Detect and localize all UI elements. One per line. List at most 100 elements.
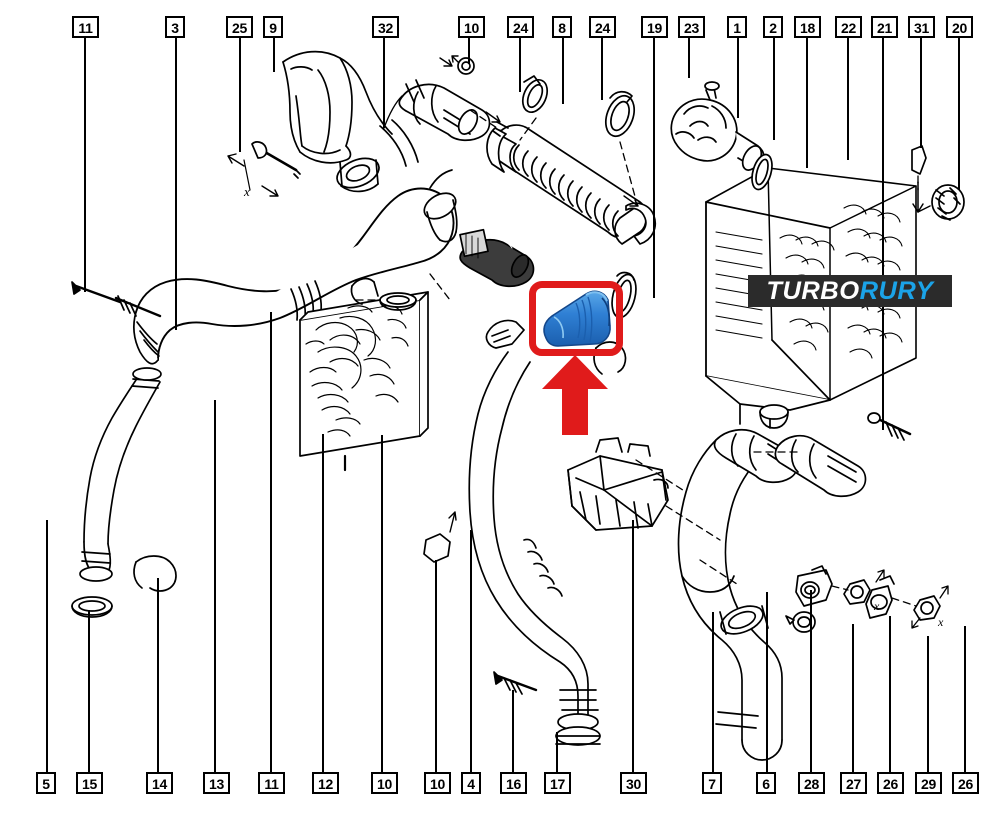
callout-top-20-17[interactable]: 20 xyxy=(946,16,973,38)
leader-line-bottom-29-17 xyxy=(927,636,929,772)
leader-line-top-25-2 xyxy=(239,38,241,152)
bolt-10-top xyxy=(451,55,475,75)
leader-line-bottom-13-3 xyxy=(214,400,216,772)
callout-bottom-26-18[interactable]: 26 xyxy=(952,772,979,794)
leader-line-bottom-12-5 xyxy=(322,434,324,772)
leader-line-top-24-8 xyxy=(601,38,603,100)
bolt-25-assembly: x xyxy=(227,141,301,199)
clamped-hose-32 xyxy=(383,79,491,142)
callout-bottom-6-13[interactable]: 6 xyxy=(756,772,776,794)
callout-bottom-11-4[interactable]: 11 xyxy=(258,772,285,794)
right-lower-pipe xyxy=(677,428,799,761)
leader-line-top-9-3 xyxy=(273,38,275,72)
callout-top-24-8[interactable]: 24 xyxy=(589,16,616,38)
leader-line-bottom-10-6 xyxy=(381,435,383,772)
callout-top-11-0[interactable]: 11 xyxy=(72,16,99,38)
callout-top-24-6[interactable]: 24 xyxy=(507,16,534,38)
callout-bottom-27-15[interactable]: 27 xyxy=(840,772,867,794)
bolt-16 xyxy=(493,671,538,695)
callout-top-32-4[interactable]: 32 xyxy=(372,16,399,38)
hose-clamp-24-left xyxy=(521,75,549,114)
callout-top-1-11[interactable]: 1 xyxy=(727,16,747,38)
callout-top-2-12[interactable]: 2 xyxy=(763,16,783,38)
callout-bottom-4-8[interactable]: 4 xyxy=(461,772,481,794)
dark-hose-stub xyxy=(459,228,535,288)
highlight-arrow-up-icon xyxy=(542,355,608,435)
callout-bottom-10-7[interactable]: 10 xyxy=(424,772,451,794)
bolt-13 xyxy=(71,281,162,318)
callout-bottom-15-1[interactable]: 15 xyxy=(76,772,103,794)
highlighted-turbo-hose-part xyxy=(543,290,611,347)
bracket-near-highlight xyxy=(485,319,525,349)
bracket-26-left xyxy=(865,575,895,619)
leader-line-bottom-14-2 xyxy=(157,578,159,772)
callout-top-19-9[interactable]: 19 xyxy=(641,16,668,38)
callout-top-21-15[interactable]: 21 xyxy=(871,16,898,38)
callout-top-8-7[interactable]: 8 xyxy=(552,16,572,38)
leader-line-top-1-11 xyxy=(737,38,739,118)
bracket-27 xyxy=(795,565,833,607)
callout-top-25-2[interactable]: 25 xyxy=(226,16,253,38)
leader-line-bottom-7-12 xyxy=(712,612,714,772)
leader-line-top-20-17 xyxy=(958,38,960,190)
callout-bottom-17-10[interactable]: 17 xyxy=(544,772,571,794)
leader-line-bottom-27-15 xyxy=(852,624,854,772)
watermark-logo: TURBORURY xyxy=(748,275,952,307)
hose-clamp-24-right xyxy=(604,90,636,138)
callout-bottom-30-11[interactable]: 30 xyxy=(620,772,647,794)
part-20-cap xyxy=(917,184,965,221)
svg-text:x: x xyxy=(937,615,944,629)
callout-bottom-29-17[interactable]: 29 xyxy=(915,772,942,794)
callout-bottom-10-6[interactable]: 10 xyxy=(371,772,398,794)
leader-line-top-23-10 xyxy=(688,38,690,78)
lower-left-pipe xyxy=(71,367,162,618)
nut-10-center xyxy=(423,511,457,563)
leader-line-top-2-12 xyxy=(773,38,775,140)
leader-line-bottom-10-7 xyxy=(435,560,437,772)
leader-line-top-8-7 xyxy=(562,38,564,104)
leader-line-bottom-17-10 xyxy=(556,732,558,772)
callout-bottom-28-14[interactable]: 28 xyxy=(798,772,825,794)
leader-line-bottom-26-16 xyxy=(889,616,891,772)
leader-line-bottom-4-8 xyxy=(470,530,472,772)
leader-line-bottom-28-14 xyxy=(810,590,812,772)
callout-top-23-10[interactable]: 23 xyxy=(678,16,705,38)
callout-bottom-12-5[interactable]: 12 xyxy=(312,772,339,794)
callout-top-31-16[interactable]: 31 xyxy=(908,16,935,38)
callout-bottom-13-3[interactable]: 13 xyxy=(203,772,230,794)
small-clip-11 xyxy=(350,277,379,305)
callout-top-9-3[interactable]: 9 xyxy=(263,16,283,38)
part-highlight-box xyxy=(529,281,623,356)
callout-top-22-14[interactable]: 22 xyxy=(835,16,862,38)
leader-line-bottom-15-1 xyxy=(88,610,90,772)
callout-top-18-13[interactable]: 18 xyxy=(794,16,821,38)
svg-text:x: x xyxy=(873,599,880,613)
corrugated-flex-hose-8 xyxy=(486,121,657,245)
callout-bottom-16-9[interactable]: 16 xyxy=(500,772,527,794)
callout-bottom-5-0[interactable]: 5 xyxy=(36,772,56,794)
callout-bottom-26-16[interactable]: 26 xyxy=(877,772,904,794)
svg-text:x: x xyxy=(243,184,250,199)
callout-top-10-5[interactable]: 10 xyxy=(458,16,485,38)
turbo-actuator-1 xyxy=(670,81,765,171)
callout-top-3-1[interactable]: 3 xyxy=(165,16,185,38)
leader-line-bottom-30-11 xyxy=(632,520,634,772)
callout-bottom-7-12[interactable]: 7 xyxy=(702,772,722,794)
leader-line-bottom-6-13 xyxy=(766,592,768,772)
leader-line-top-32-4 xyxy=(383,38,385,128)
main-left-intercooler-pipe xyxy=(133,169,458,365)
leader-line-top-18-13 xyxy=(806,38,808,168)
leader-line-top-22-14 xyxy=(847,38,849,160)
callout-bottom-14-2[interactable]: 14 xyxy=(146,772,173,794)
retaining-clip-14 xyxy=(133,555,177,592)
leader-line-top-21-15 xyxy=(882,38,884,430)
long-bolt-21 xyxy=(867,412,912,441)
leader-line-bottom-26-18 xyxy=(964,626,966,772)
center-down-pipe xyxy=(468,351,601,746)
leader-line-top-31-16 xyxy=(920,38,922,148)
watermark-primary-text: TURBO xyxy=(766,276,860,305)
upper-left-pipe xyxy=(282,50,419,193)
leader-line-top-19-9 xyxy=(653,38,655,298)
seal-ring-2 xyxy=(751,153,773,191)
